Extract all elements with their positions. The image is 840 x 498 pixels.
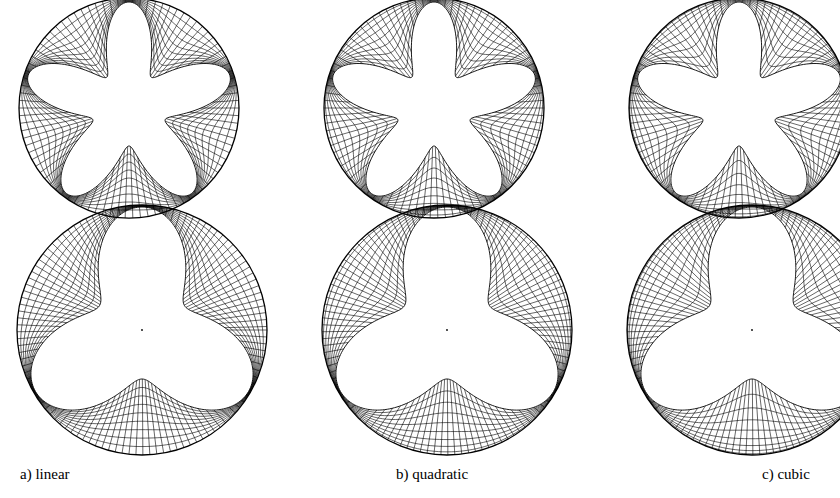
mesh-grid <box>17 0 241 220</box>
housing-bore <box>19 0 239 218</box>
mesh-grid <box>15 203 269 457</box>
panel-caption: c) cubic <box>762 466 810 483</box>
rotor-centre <box>446 329 448 331</box>
mesh-grid <box>320 203 574 457</box>
panel-caption: b) quadratic <box>396 466 468 483</box>
compressor-panel <box>320 0 574 457</box>
rotor-profile <box>641 207 840 410</box>
housing-bore <box>17 205 267 455</box>
mesh-grid <box>322 0 546 220</box>
rotor-profile <box>28 2 231 196</box>
rotor-profile <box>336 207 558 410</box>
panel-caption: a) linear <box>20 466 70 483</box>
housing-bore <box>629 0 840 218</box>
housing-bore <box>324 0 544 218</box>
mesh-grid <box>625 203 840 457</box>
housing-bore <box>322 205 572 455</box>
rotor-centre <box>141 329 143 331</box>
compressor-panel <box>625 0 840 457</box>
rotor-centre <box>751 329 753 331</box>
rotor-profile <box>31 207 253 410</box>
compressor-panel <box>15 0 269 457</box>
rotor-profile <box>333 2 536 196</box>
rotor-profile <box>638 2 840 196</box>
mesh-grid <box>627 0 840 220</box>
housing-bore <box>627 205 840 455</box>
